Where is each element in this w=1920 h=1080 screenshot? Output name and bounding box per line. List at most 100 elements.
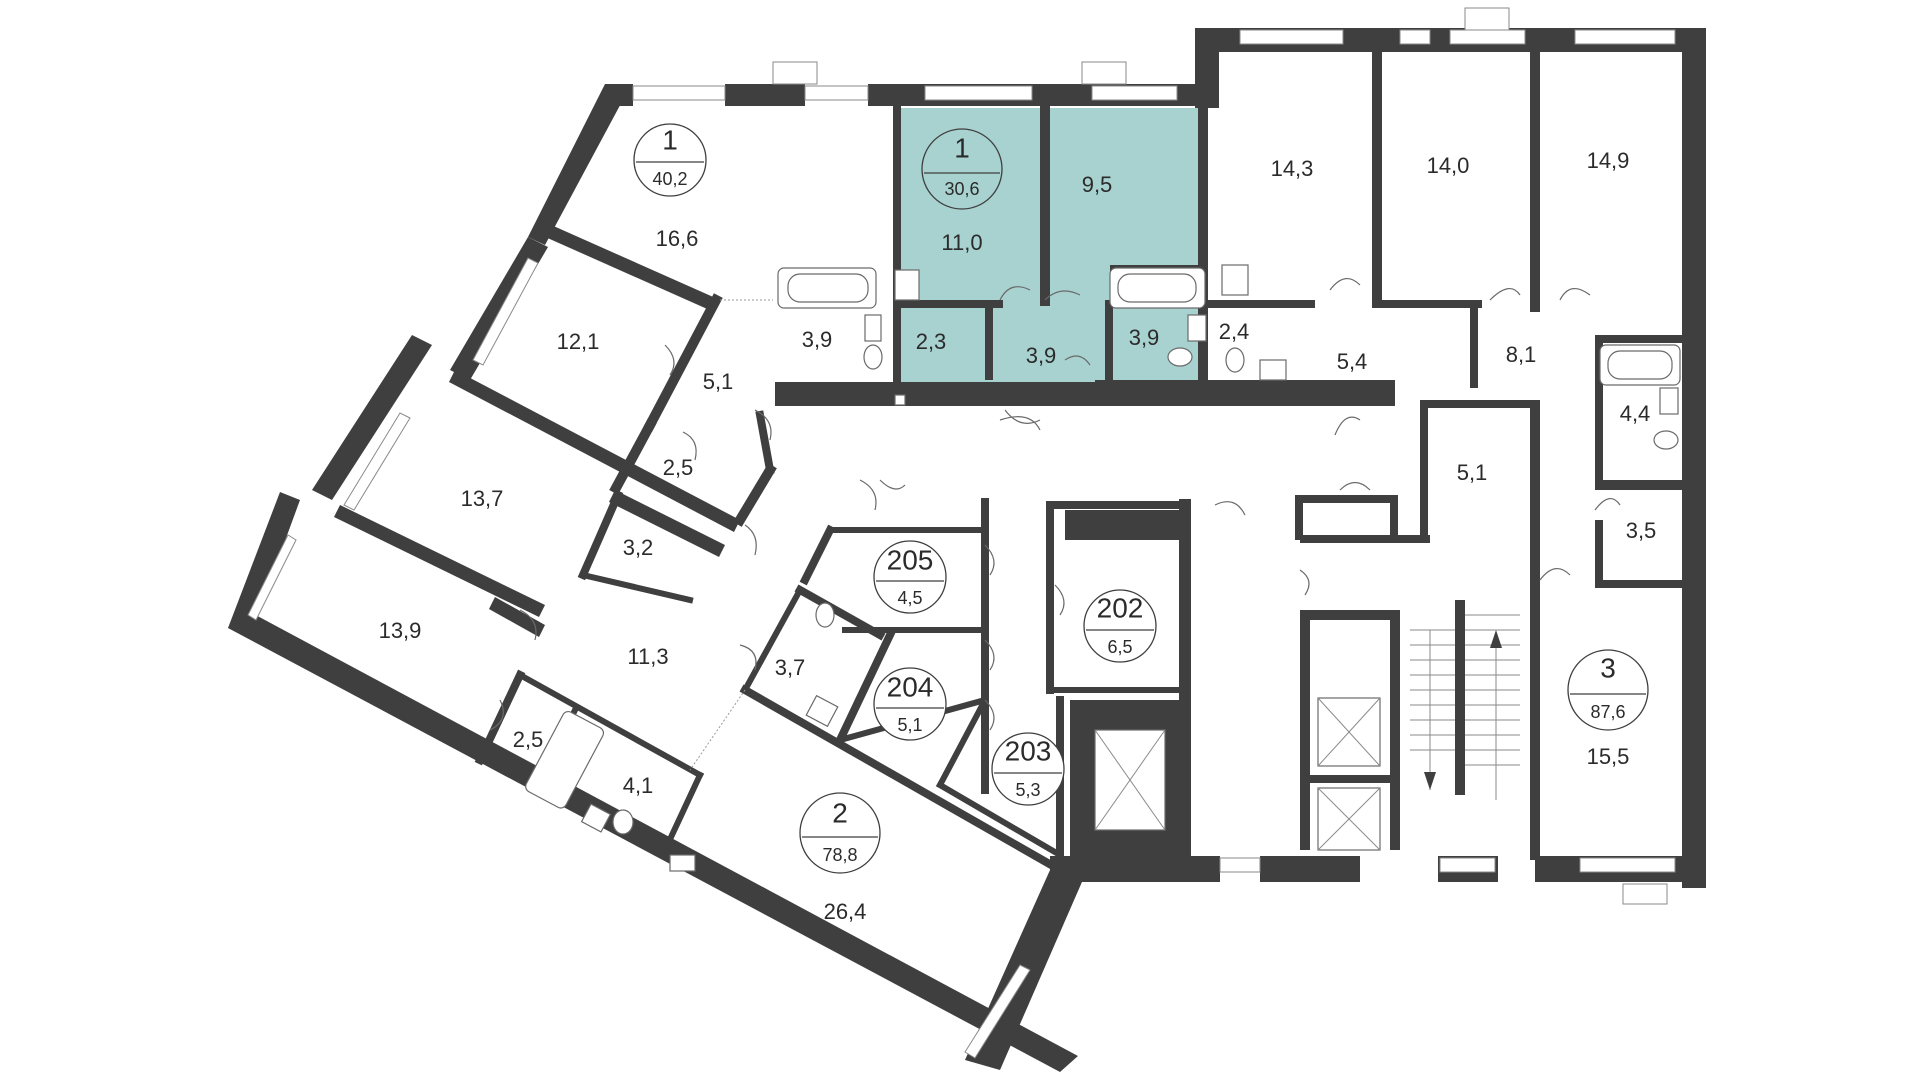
storage-unit-204[interactable]: 204 5,1 (873, 667, 947, 741)
room-area: 2,4 (1219, 319, 1250, 344)
bathroom-fixtures (525, 264, 1681, 872)
room-area: 13,9 (379, 618, 422, 643)
window-icon (1574, 29, 1676, 45)
room-area: 14,9 (1587, 148, 1630, 173)
toilet-icon (1225, 347, 1245, 373)
bathtub-icon (525, 710, 605, 809)
doors (489, 278, 1621, 731)
sink-icon (1259, 359, 1287, 381)
apartment-area: 78,8 (822, 845, 857, 865)
door-icon (1064, 355, 1091, 366)
door-icon (1559, 288, 1591, 301)
window-icon (1091, 85, 1178, 101)
windows (247, 7, 1676, 1059)
door-icon (664, 344, 675, 376)
door-icon (1004, 409, 1041, 424)
room-area: 26,4 (824, 899, 867, 924)
door-icon (984, 544, 995, 576)
room-area: 16,6 (656, 226, 699, 251)
storage-number: 202 (1097, 592, 1144, 623)
door-icon (984, 639, 995, 671)
storage-area: 5,3 (1015, 780, 1040, 800)
apartment-label-1-selected[interactable]: 1 30,6 (921, 128, 1003, 210)
storage-unit-205[interactable]: 205 4,5 (873, 540, 947, 614)
door-icon (1594, 498, 1621, 511)
door-icon (1214, 501, 1246, 516)
apartment-area: 87,6 (1590, 702, 1625, 722)
door-icon (744, 524, 757, 556)
room-area: 14,3 (1271, 156, 1314, 181)
room-areas: 16,6 12,1 5,1 3,9 2,5 13,7 3,2 13,9 11,3… (379, 148, 1657, 924)
sink-icon (805, 694, 839, 728)
sink-icon (580, 803, 612, 833)
door-icon (1334, 416, 1361, 436)
toilet-icon (612, 809, 634, 835)
door-icon (489, 699, 504, 731)
window-icon (1439, 857, 1496, 873)
room-area: 3,5 (1626, 518, 1657, 543)
door-icon (682, 431, 697, 461)
toilet-icon (1653, 430, 1679, 450)
apartment-number: 3 (1600, 652, 1616, 683)
room-area: 11,0 (941, 230, 982, 255)
door-icon (1299, 569, 1310, 596)
apartment-area: 40,2 (652, 169, 687, 189)
stairs-icon (1410, 600, 1520, 800)
apartment-badge (799, 792, 881, 874)
room-area: 11,3 (627, 644, 668, 669)
sink-icon (894, 269, 920, 301)
toilet-icon (1167, 347, 1193, 367)
window-icon (1579, 857, 1676, 873)
door-icon (999, 286, 1031, 301)
sink-icon (1221, 264, 1249, 296)
storage-area: 4,5 (897, 588, 922, 608)
room-area: 3,2 (623, 535, 654, 560)
room-area: 3,9 (802, 327, 833, 352)
room-area: 4,1 (623, 773, 654, 798)
window-icon (1399, 29, 1431, 45)
window-icon (632, 85, 726, 101)
apartment-number: 1 (954, 132, 970, 163)
apartment-area: 30,6 (944, 179, 979, 199)
room-area: 15,5 (1587, 744, 1630, 769)
zone-separators (689, 299, 773, 771)
door-icon (1329, 278, 1361, 291)
sink-icon (1187, 314, 1207, 342)
room-area: 5,1 (1457, 460, 1488, 485)
window-icon (804, 85, 869, 101)
door-icon (984, 699, 995, 731)
door-icon (1054, 584, 1065, 616)
storage-area: 5,1 (897, 715, 922, 735)
door-icon (859, 479, 877, 511)
room-area: 9,5 (1082, 172, 1113, 197)
apartment-label-2[interactable]: 2 78,8 (799, 792, 881, 874)
room-area: 2,5 (513, 727, 544, 752)
sink-icon (864, 314, 882, 342)
room-area: 3,9 (1026, 343, 1057, 368)
apartment-badge (633, 123, 707, 197)
storage-number: 205 (887, 544, 934, 575)
room-area: 13,7 (461, 486, 504, 511)
room-area: 12,1 (557, 329, 600, 354)
apartment-number: 2 (832, 797, 848, 828)
window-icon (1449, 29, 1526, 45)
apartment-label-3[interactable]: 3 87,6 (1567, 649, 1649, 731)
room-area: 14,0 (1427, 153, 1470, 178)
storage-number: 203 (1005, 735, 1052, 766)
apartment-number: 1 (662, 124, 678, 155)
toilet-icon (863, 344, 883, 370)
door-icon (879, 479, 906, 490)
toilet-icon (815, 602, 835, 628)
room-area: 2,5 (663, 455, 694, 480)
apartment-label-1-left[interactable]: 1 40,2 (633, 123, 707, 197)
storage-number: 204 (887, 671, 934, 702)
door-icon (1044, 290, 1081, 301)
door-icon (1489, 288, 1521, 301)
room-area: 3,7 (775, 655, 806, 680)
door-icon (739, 644, 757, 671)
apartment-badge (1567, 649, 1649, 731)
storage-unit-203[interactable]: 203 5,3 (991, 732, 1065, 806)
window-icon (1219, 857, 1261, 873)
room-area: 4,4 (1620, 401, 1651, 426)
storage-unit-202[interactable]: 202 6,5 (1083, 589, 1157, 663)
